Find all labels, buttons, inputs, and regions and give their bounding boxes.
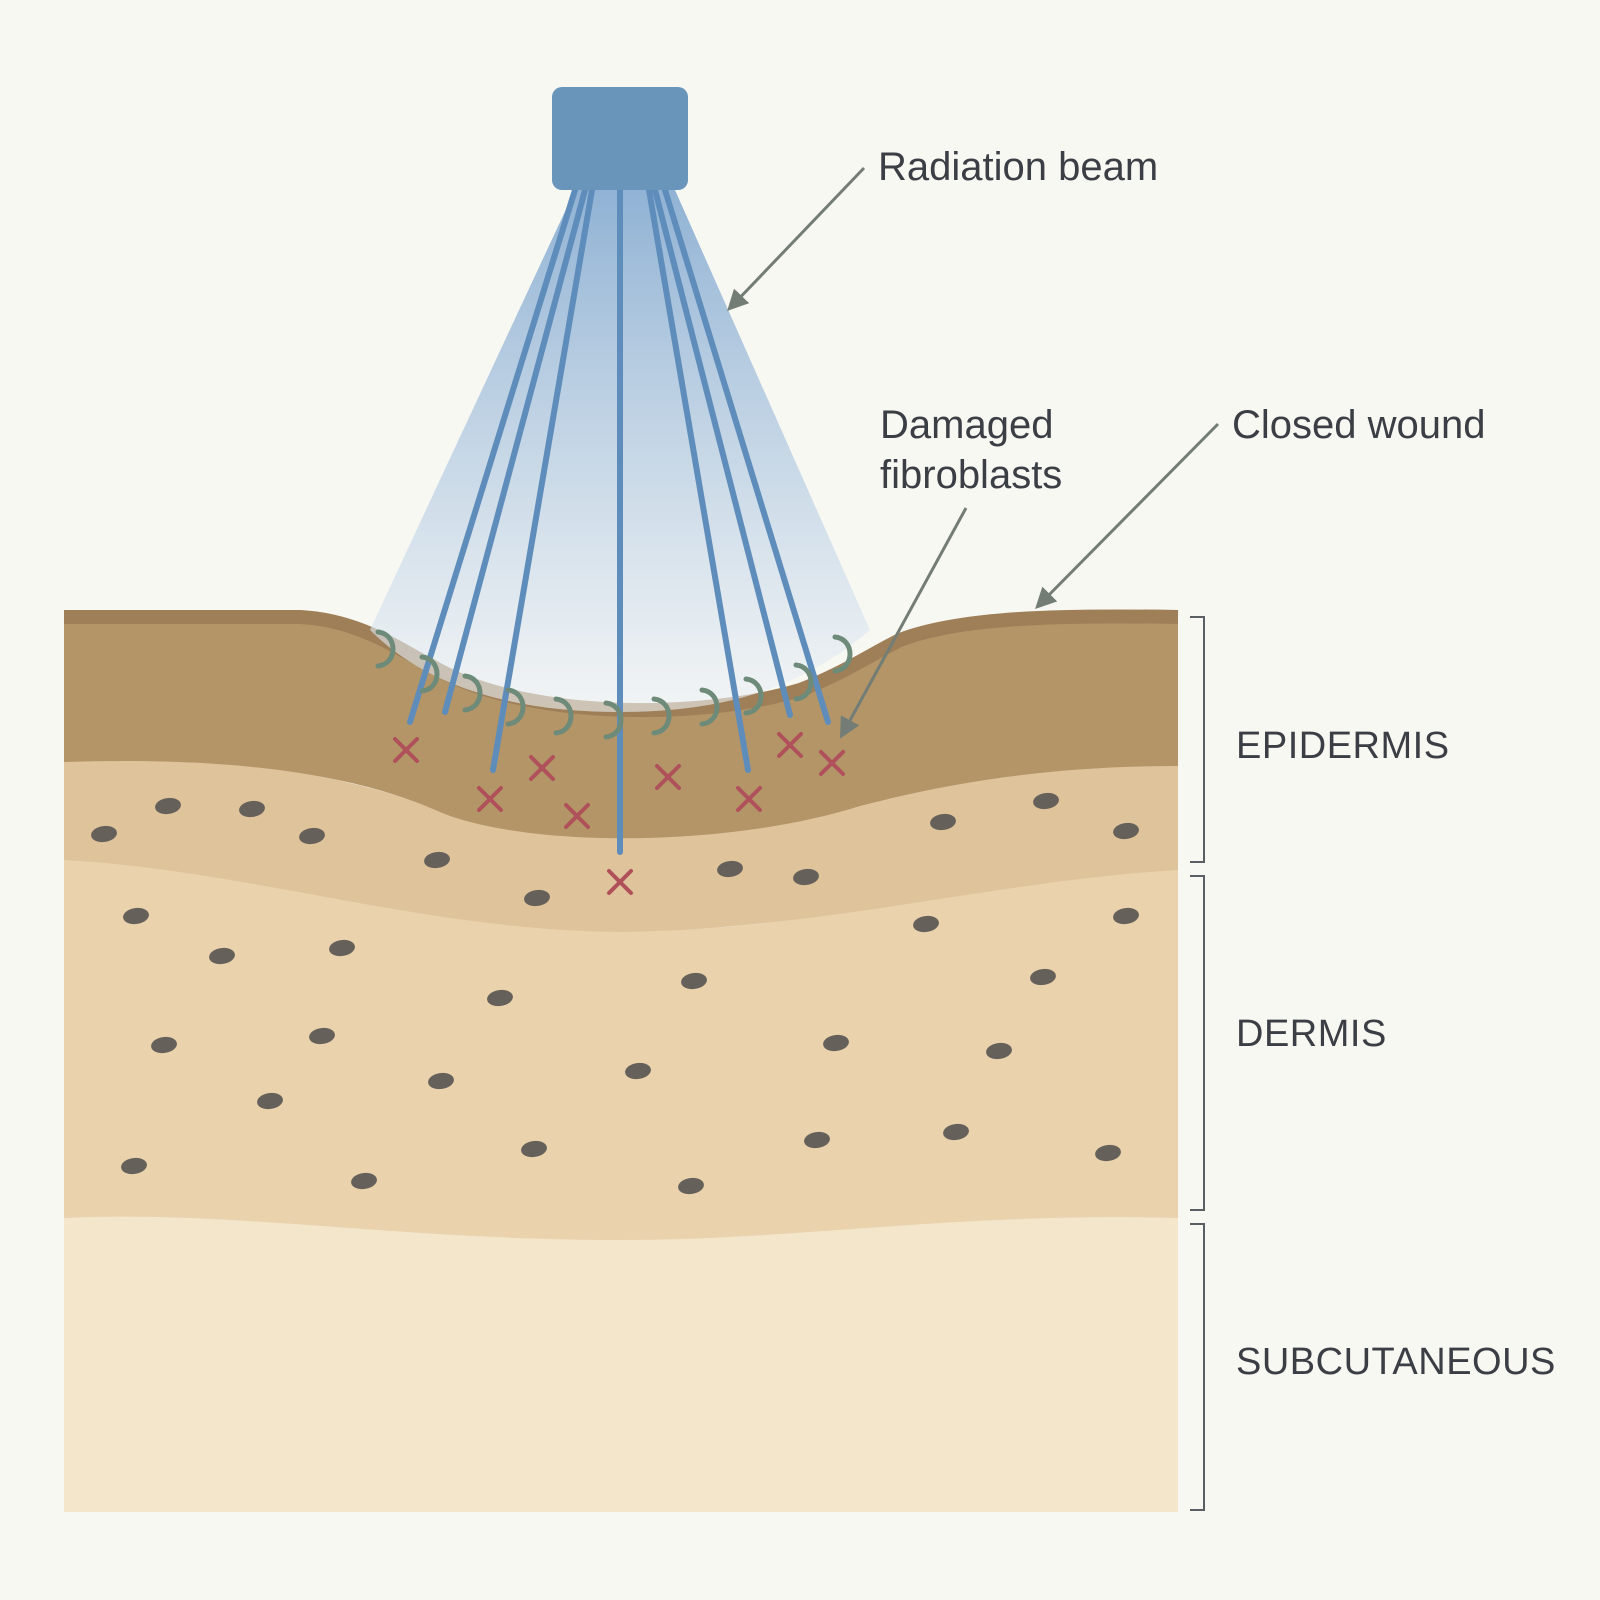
radiation-emitter-icon <box>552 87 688 190</box>
arc-icon <box>743 676 764 716</box>
repair-arcs <box>375 629 853 740</box>
subcutaneous-bracket <box>1190 1223 1205 1511</box>
arc-icon <box>603 700 624 740</box>
cell <box>930 813 956 831</box>
cross-icon <box>819 750 845 776</box>
cell <box>1033 792 1059 810</box>
cross-icon <box>529 755 555 781</box>
layer-brackets <box>1190 616 1205 1511</box>
dermis-bracket <box>1190 875 1205 1211</box>
cell <box>717 860 743 878</box>
cell <box>913 915 939 933</box>
closed-wound-leader <box>1035 422 1220 609</box>
cross-icon <box>564 803 590 829</box>
cell <box>329 939 355 957</box>
cell <box>1113 907 1139 925</box>
cell <box>155 797 181 815</box>
cell <box>151 1036 177 1054</box>
cell <box>625 1062 651 1080</box>
dermis-label: DERMIS <box>1236 1013 1387 1055</box>
cell <box>823 1034 849 1052</box>
radiation-beam-leader <box>727 166 866 312</box>
cell <box>209 947 235 965</box>
leader-lines <box>727 166 1220 739</box>
arc-icon <box>553 696 574 736</box>
closed-wound-label: Closed wound <box>1232 403 1486 447</box>
cross-icon <box>477 786 503 812</box>
arc-icon <box>375 629 396 669</box>
cross-icon <box>655 764 681 790</box>
cell <box>257 1092 283 1110</box>
cross-icon <box>393 737 419 763</box>
cell <box>804 1131 830 1149</box>
arc-icon <box>793 662 814 702</box>
skin-layers <box>64 609 1179 1512</box>
epidermis-bracket <box>1190 616 1205 863</box>
cell <box>487 989 513 1007</box>
cell <box>91 825 117 843</box>
arc-icon <box>651 696 672 736</box>
damage-marks <box>393 732 845 895</box>
cross-icon <box>777 732 803 758</box>
damaged-fibroblasts-label-line1: Damaged <box>880 403 1053 447</box>
cell <box>793 868 819 886</box>
subcutaneous-label: SUBCUTANEOUS <box>1236 1341 1556 1383</box>
beam-line <box>652 187 793 718</box>
beam-lines <box>407 187 831 855</box>
cell <box>309 1027 335 1045</box>
damaged-fibroblasts-leader <box>839 507 968 739</box>
cell <box>428 1072 454 1090</box>
radiation-beam <box>370 87 870 855</box>
subcutaneous-layer <box>64 1190 1178 1512</box>
arc-icon <box>462 673 483 713</box>
arc-icon <box>505 687 526 727</box>
cell <box>351 1172 377 1190</box>
cell <box>121 1157 147 1175</box>
damaged-fibroblasts-label-line2: fibroblasts <box>880 453 1062 497</box>
cell <box>681 972 707 990</box>
cell <box>123 907 149 925</box>
cell <box>1095 1144 1121 1162</box>
beam-line <box>490 187 595 773</box>
fibroblast-cells <box>91 792 1139 1195</box>
arc-icon <box>699 687 720 727</box>
cell <box>986 1042 1012 1060</box>
cell <box>299 827 325 845</box>
beam-line <box>662 187 831 725</box>
cross-icon <box>607 869 633 895</box>
cell <box>424 851 450 869</box>
cell <box>943 1123 969 1141</box>
cross-icon <box>736 786 762 812</box>
arc-icon <box>832 634 853 674</box>
cell <box>521 1140 547 1158</box>
cell <box>678 1177 704 1195</box>
cell <box>1030 968 1056 986</box>
epidermis-label: EPIDERMIS <box>1236 725 1450 767</box>
radiation-beam-label: Radiation beam <box>878 145 1158 189</box>
cell <box>1113 822 1139 840</box>
beam-line <box>646 187 751 773</box>
cell <box>524 889 550 907</box>
arc-icon <box>419 654 440 694</box>
cell <box>239 800 265 818</box>
beam-line <box>442 187 588 715</box>
beam-line <box>407 187 578 725</box>
